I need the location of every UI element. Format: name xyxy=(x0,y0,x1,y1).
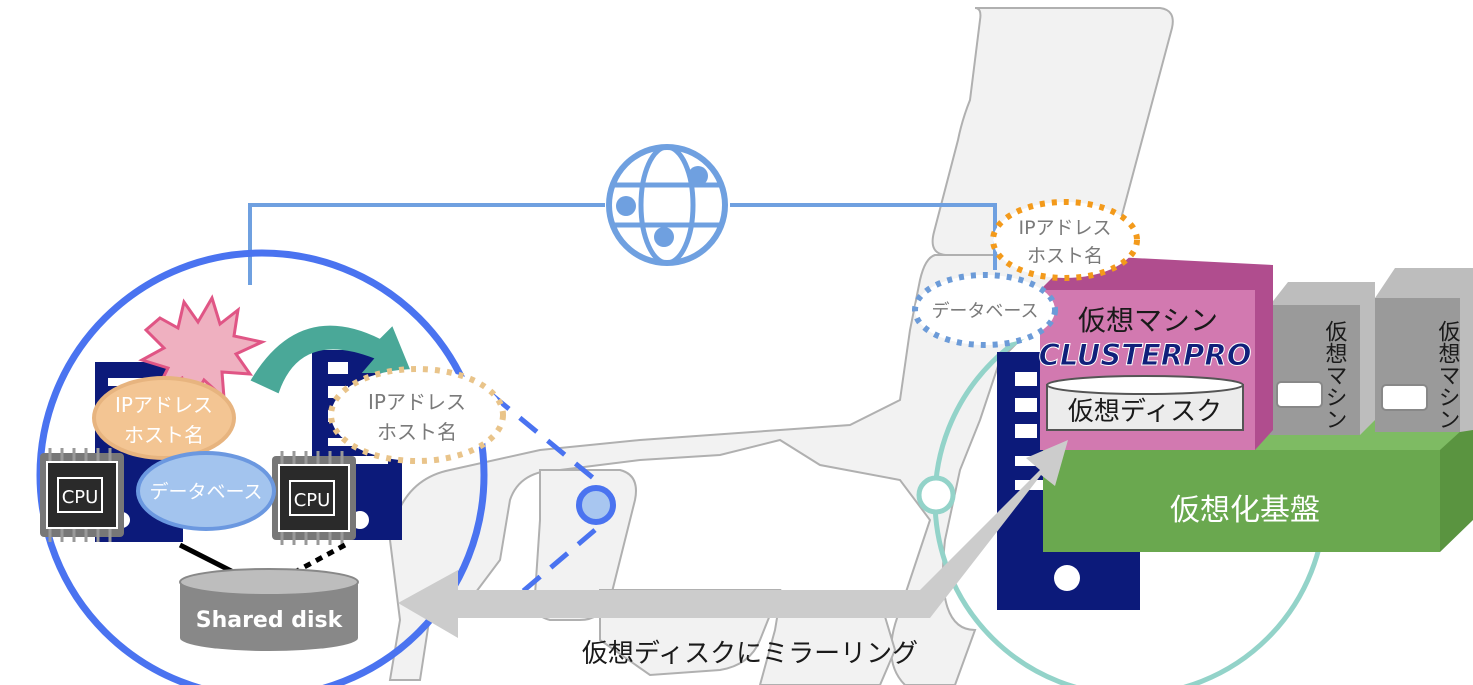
mirroring-caption: 仮想ディスクにミラーリング xyxy=(582,639,918,669)
ip-address-old: IPアドレス ホスト名 xyxy=(92,376,236,460)
ip-right-line2: ホスト名 xyxy=(1027,245,1103,267)
cpu-right-label: CPU xyxy=(294,490,331,511)
virtual-disk: 仮想ディスク xyxy=(1046,375,1244,431)
vm-third-label: 仮想マシン xyxy=(1435,320,1461,430)
ip-old-line2: ホスト名 xyxy=(124,423,204,447)
link-node-left xyxy=(576,485,616,525)
database-left: データベース xyxy=(136,451,276,531)
ip-new-line2: ホスト名 xyxy=(377,420,457,444)
cpu-chip-right: CPU xyxy=(272,451,356,545)
shared-disk-label: Shared disk xyxy=(196,608,344,633)
ip-address-new: IPアドレス ホスト名 xyxy=(328,366,506,464)
shared-disk: Shared disk xyxy=(179,568,359,651)
cpu-chip-left: CPU xyxy=(40,448,124,542)
virtual-disk-label: 仮想ディスク xyxy=(1068,397,1222,427)
ip-right-line1: IPアドレス xyxy=(1018,217,1111,239)
virtualization-base-label: 仮想化基盤 xyxy=(1170,493,1320,528)
vm-main: 仮想マシン CLUSTERPRO 仮想ディスク xyxy=(1038,255,1273,450)
ip-new-line1: IPアドレス xyxy=(368,390,466,414)
clusterpro-logo: CLUSTERPRO xyxy=(1039,338,1252,372)
vm-second: 仮想マシン xyxy=(1270,282,1375,435)
vm-main-label: 仮想マシン xyxy=(1078,304,1218,337)
link-node-right xyxy=(916,475,956,515)
cpu-left-label: CPU xyxy=(62,487,99,508)
ip-old-line1: IPアドレス xyxy=(115,393,213,417)
internet-globe-icon xyxy=(606,144,728,266)
vm-third: 仮想マシン xyxy=(1375,268,1473,432)
database-right-label: データベース xyxy=(931,301,1038,322)
vm-second-label: 仮想マシン xyxy=(1322,320,1348,430)
ip-address-right: IPアドレス ホスト名 xyxy=(990,199,1140,281)
standby-disk-link xyxy=(293,542,347,575)
database-left-label: データベース xyxy=(149,481,262,503)
mirroring-arrow xyxy=(398,440,1068,638)
database-right: データベース xyxy=(912,272,1058,348)
